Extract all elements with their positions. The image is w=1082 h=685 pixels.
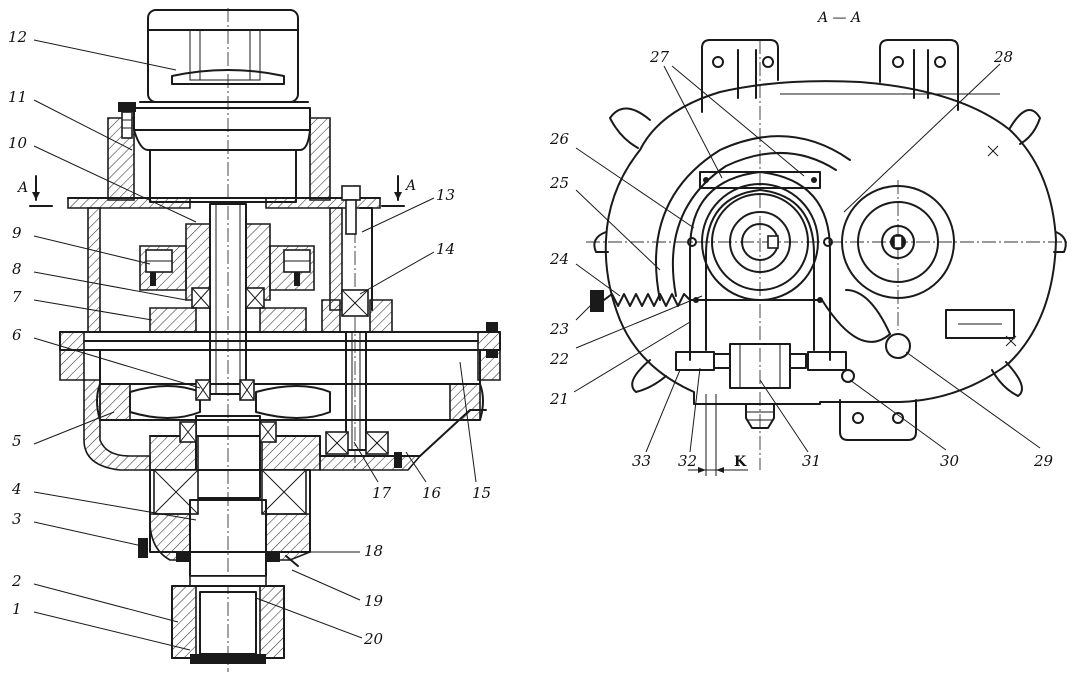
brake-hub bbox=[687, 171, 833, 301]
callout-18: 18 bbox=[364, 542, 383, 560]
output-shaft-housing bbox=[149, 415, 311, 577]
callout-33: 33 bbox=[632, 452, 651, 470]
callout-3: 3 bbox=[12, 510, 22, 528]
callout-8: 8 bbox=[12, 260, 22, 278]
callout-9: 9 bbox=[12, 224, 22, 242]
callout-31: 31 bbox=[802, 452, 821, 470]
callout-30: 30 bbox=[940, 452, 960, 470]
callout-26: 26 bbox=[549, 130, 570, 148]
housing-outline bbox=[593, 80, 1067, 405]
callout-19: 19 bbox=[364, 592, 384, 610]
output-coupling bbox=[171, 585, 285, 664]
callout-29: 29 bbox=[1033, 452, 1054, 470]
callout-7: 7 bbox=[12, 288, 22, 306]
callout-5: 5 bbox=[12, 432, 22, 450]
callout-32: 32 bbox=[678, 452, 697, 470]
section-a-a-view: A — A bbox=[549, 10, 1070, 476]
section-cut-markers: A A bbox=[16, 175, 416, 207]
left-callout-numbers: 1 2 3 4 5 6 7 8 9 10 11 12 13 14 15 16 1… bbox=[8, 28, 491, 648]
brake-actuator bbox=[675, 343, 855, 429]
callout-2: 2 bbox=[11, 572, 22, 590]
large-gear-wheel bbox=[96, 349, 484, 421]
section-title: A — A bbox=[816, 10, 861, 26]
callout-15: 15 bbox=[472, 484, 491, 502]
cut-label-left: A bbox=[16, 180, 28, 196]
callout-1: 1 bbox=[12, 600, 22, 618]
bearing-caps bbox=[149, 289, 393, 333]
dimension-k-label: K bbox=[734, 454, 747, 470]
callout-4: 4 bbox=[11, 480, 22, 498]
electric-motor bbox=[133, 9, 311, 131]
cut-label-right: A bbox=[404, 178, 416, 194]
callout-14: 14 bbox=[436, 240, 455, 258]
callout-25: 25 bbox=[549, 174, 569, 192]
left-leader-lines bbox=[33, 39, 477, 651]
callout-10: 10 bbox=[8, 134, 28, 152]
lower-housing bbox=[83, 379, 487, 471]
secondary-shaft bbox=[325, 331, 389, 455]
callout-20: 20 bbox=[363, 630, 384, 648]
callout-27: 27 bbox=[649, 48, 670, 66]
callout-22: 22 bbox=[549, 350, 569, 368]
callout-23: 23 bbox=[549, 320, 569, 338]
gear-housing-body bbox=[87, 185, 373, 333]
callout-6: 6 bbox=[12, 326, 22, 344]
callout-21: 21 bbox=[549, 390, 569, 408]
callout-28: 28 bbox=[993, 48, 1013, 66]
callout-24: 24 bbox=[549, 250, 569, 268]
longitudinal-section-view: A A 1 2 bbox=[8, 8, 501, 672]
coupling-bolts bbox=[145, 249, 311, 286]
right-callout-numbers: 21 22 23 24 25 26 27 28 29 30 31 32 33 bbox=[549, 48, 1054, 470]
callout-16: 16 bbox=[422, 484, 442, 502]
callout-17: 17 bbox=[372, 484, 392, 502]
pinion-gear bbox=[841, 185, 1015, 359]
callout-13: 13 bbox=[436, 186, 455, 204]
callout-11: 11 bbox=[8, 88, 27, 106]
callout-12: 12 bbox=[8, 28, 27, 46]
tension-spring bbox=[590, 290, 823, 312]
upper-bearing bbox=[191, 287, 265, 309]
input-shaft bbox=[139, 203, 315, 395]
right-leader-lines bbox=[573, 63, 1041, 453]
dimension-k: K bbox=[688, 394, 748, 476]
motor-flange-housing bbox=[107, 102, 331, 203]
